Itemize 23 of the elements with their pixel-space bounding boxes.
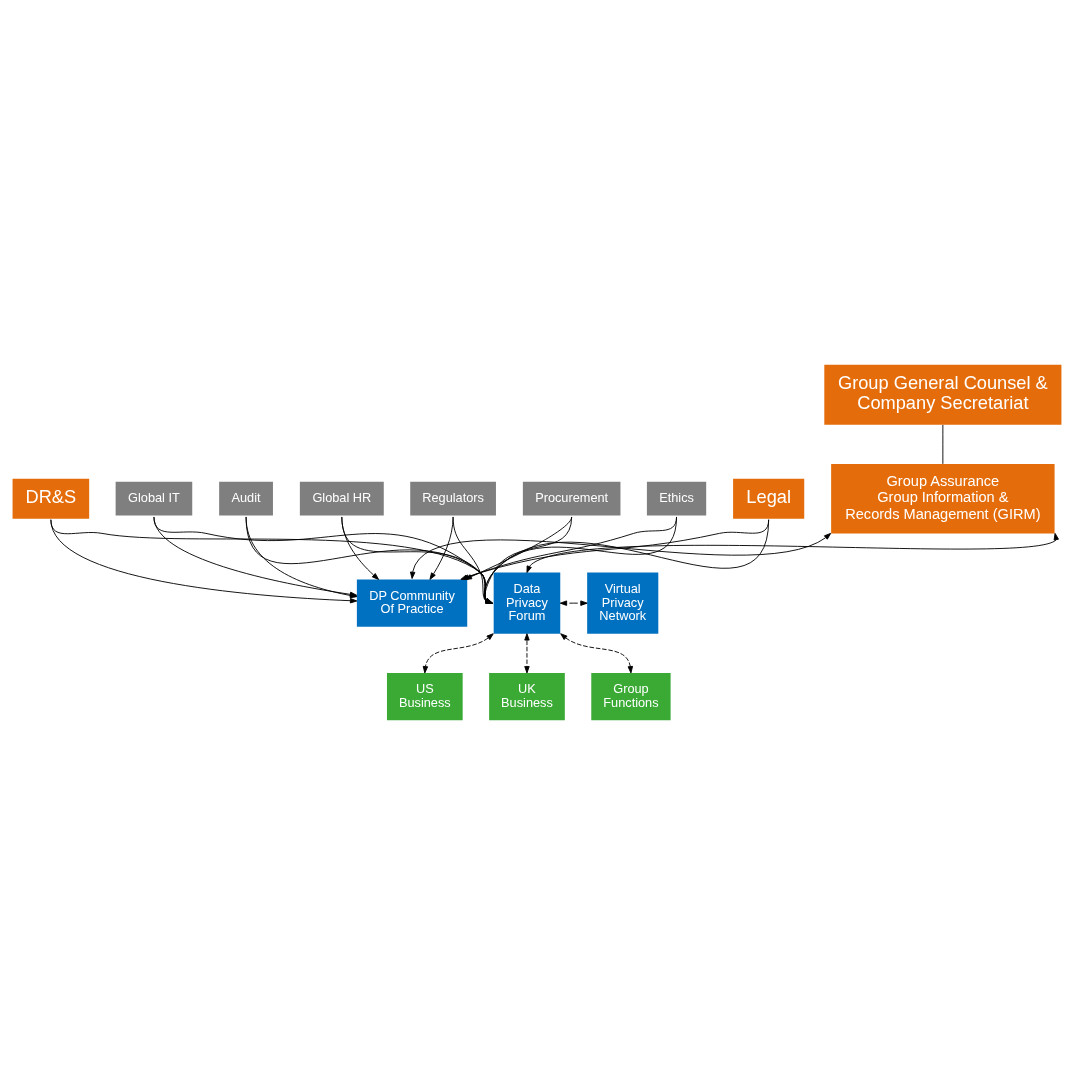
node-box: DR&S: [12, 478, 90, 519]
node-box: Virtual Privacy Network: [587, 572, 659, 634]
node-box: DP Community Of Practice: [356, 578, 468, 627]
node-box: Regulators: [410, 481, 496, 516]
arrow: [559, 599, 588, 606]
node-box: UK Business: [489, 672, 565, 720]
arrow: [526, 532, 1059, 573]
arrow: [429, 516, 454, 580]
arrow: [560, 632, 634, 673]
node-box: Global HR: [299, 481, 384, 516]
arrow: [341, 516, 380, 580]
node-box: Ethics: [646, 481, 707, 516]
node-box: Legal: [733, 478, 805, 519]
node-box: Data Privacy Forum: [493, 572, 561, 634]
node-box: Procurement: [522, 481, 621, 516]
node-box: Global IT: [115, 481, 193, 516]
node-box: Group Functions: [591, 672, 671, 720]
node-box: Audit: [219, 481, 273, 516]
node-box: US Business: [386, 672, 463, 720]
arrow: [422, 632, 494, 673]
node-box: Group General Counsel & Company Secretariat: [824, 364, 1062, 425]
arrow: [524, 632, 530, 673]
node-box: Group Assurance Group Information & Records Management (GIRM): [831, 463, 1055, 533]
